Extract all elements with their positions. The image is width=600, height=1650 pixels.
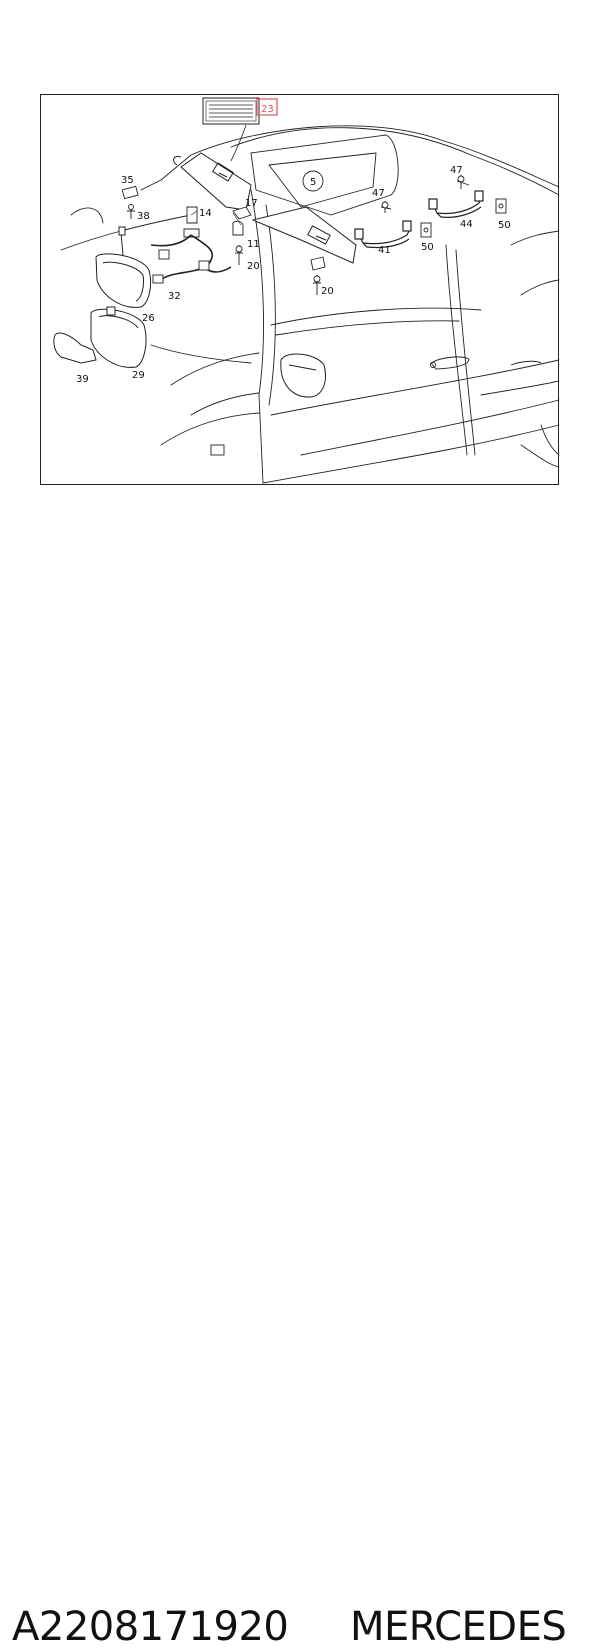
side-marker [210, 444, 225, 456]
front-bumper [160, 412, 260, 446]
sunroof-inner [268, 152, 377, 208]
rear-door-handle [510, 360, 542, 366]
grab-handle-41 [358, 226, 412, 249]
fender-curve [70, 207, 104, 224]
highlight-box-23 [256, 98, 278, 116]
door-window-line [275, 320, 460, 336]
callout-14: 14 [199, 208, 212, 219]
door-top [270, 307, 482, 326]
brand-name: MERCEDES [350, 1604, 567, 1650]
callout-20a: 20 [247, 261, 260, 272]
callout-38: 38 [137, 211, 150, 222]
rearview-mirror-26 [95, 226, 152, 308]
sunroof-outline [250, 134, 399, 216]
door-bottom [262, 424, 560, 484]
callout-17: 17 [245, 198, 258, 209]
rear-arch [540, 424, 560, 456]
callout-26: 26 [142, 313, 155, 324]
callout-50b: 50 [498, 220, 511, 231]
callout-5: 5 [310, 177, 316, 188]
part-35-pad [121, 185, 139, 200]
callout-44: 44 [460, 219, 473, 230]
door-front-edge [258, 394, 264, 484]
mirror-cover-39 [53, 332, 97, 364]
sun-visor-right [251, 206, 357, 264]
part-11-mount [232, 220, 244, 236]
callout-23: 23 [261, 104, 274, 115]
callout-47b: 47 [450, 165, 463, 176]
rear-pillar [510, 230, 560, 246]
sun-visor-left [173, 152, 252, 211]
b-pillar [445, 244, 468, 456]
sill-line [300, 399, 560, 456]
callout-11: 11 [247, 239, 260, 250]
rearview-mirror-29 [90, 306, 147, 368]
callout-32: 32 [168, 291, 181, 302]
callout-5-circle [302, 170, 324, 192]
callout-47a: 47 [372, 188, 385, 199]
callout-39: 39 [76, 374, 89, 385]
callout-50a: 50 [421, 242, 434, 253]
callout-35: 35 [121, 175, 134, 186]
roof-rail [470, 154, 560, 196]
front-wing-lower [190, 392, 260, 416]
part-number: A2208171920 [12, 1604, 289, 1650]
label-plate-23 [202, 97, 278, 125]
callout-29: 29 [132, 370, 145, 381]
roof-front-edge [140, 154, 192, 191]
hood-edge [150, 344, 252, 364]
parts-diagram: 23 5 35 38 14 17 11 20 20 32 26 29 39 47… [53, 97, 560, 484]
rear-quarter [520, 279, 560, 296]
callout-41: 41 [378, 245, 391, 256]
caption-bar: A2208171920 MERCEDES [0, 800, 600, 1650]
front-door-handle [430, 356, 470, 370]
front-wing [170, 352, 260, 386]
roof-outline [190, 125, 560, 188]
a-pillar-inner [265, 204, 276, 406]
b-pillar-inner [455, 249, 476, 456]
part-17-plate [232, 206, 252, 220]
body-line [270, 359, 560, 416]
side-mirror [280, 353, 326, 398]
grab-handle-44 [432, 194, 484, 218]
diagram-frame: 23 5 35 38 14 17 11 20 20 32 26 29 39 47… [40, 94, 560, 485]
callout-20b: 20 [321, 286, 334, 297]
rear-lower [520, 444, 560, 468]
windshield-top [230, 127, 472, 156]
part-14-clip [186, 206, 198, 224]
rear-door-line [480, 380, 560, 396]
